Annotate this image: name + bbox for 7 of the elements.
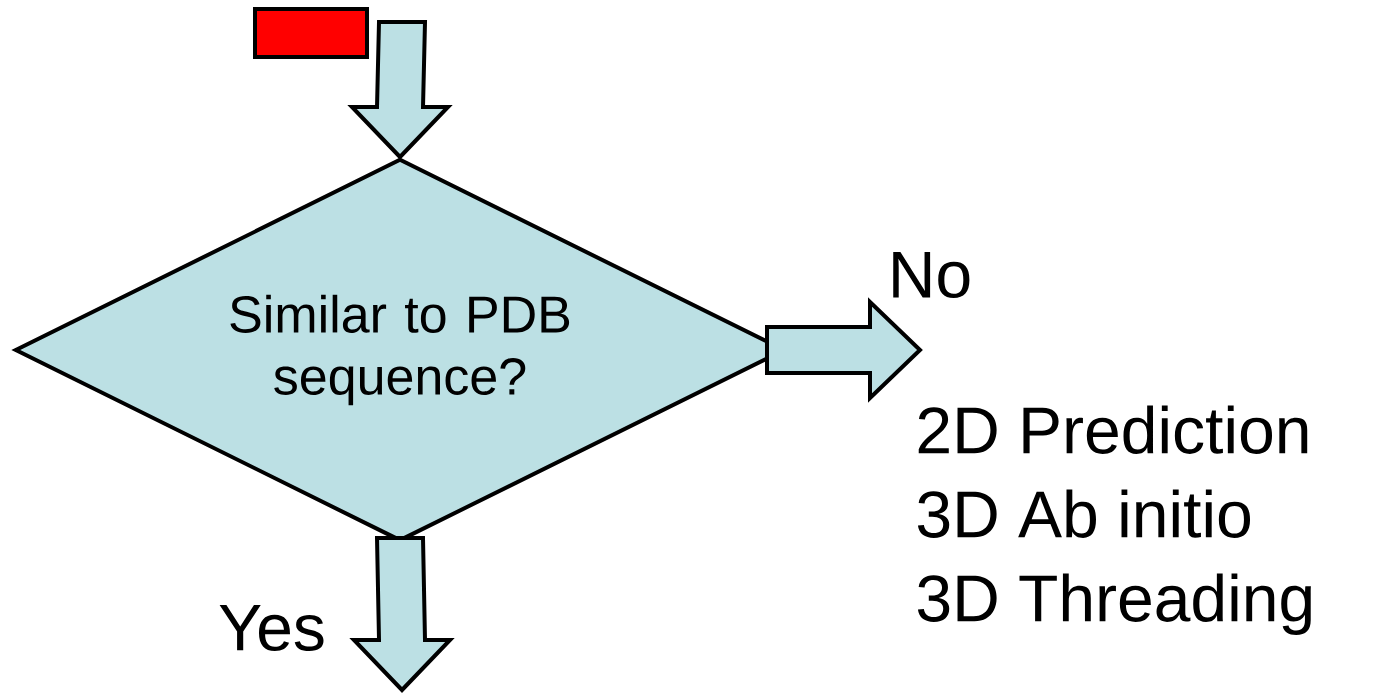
outcome-text: 2D Prediction 3D Ab initio 3D Threading	[917, 405, 1311, 635]
edge-label: No	[885, 249, 975, 300]
block-arrow	[347, 20, 453, 160]
block-arrow	[765, 297, 923, 403]
block-arrow	[349, 536, 455, 693]
edge-label: Yes	[216, 602, 328, 653]
signal-box	[253, 7, 369, 59]
